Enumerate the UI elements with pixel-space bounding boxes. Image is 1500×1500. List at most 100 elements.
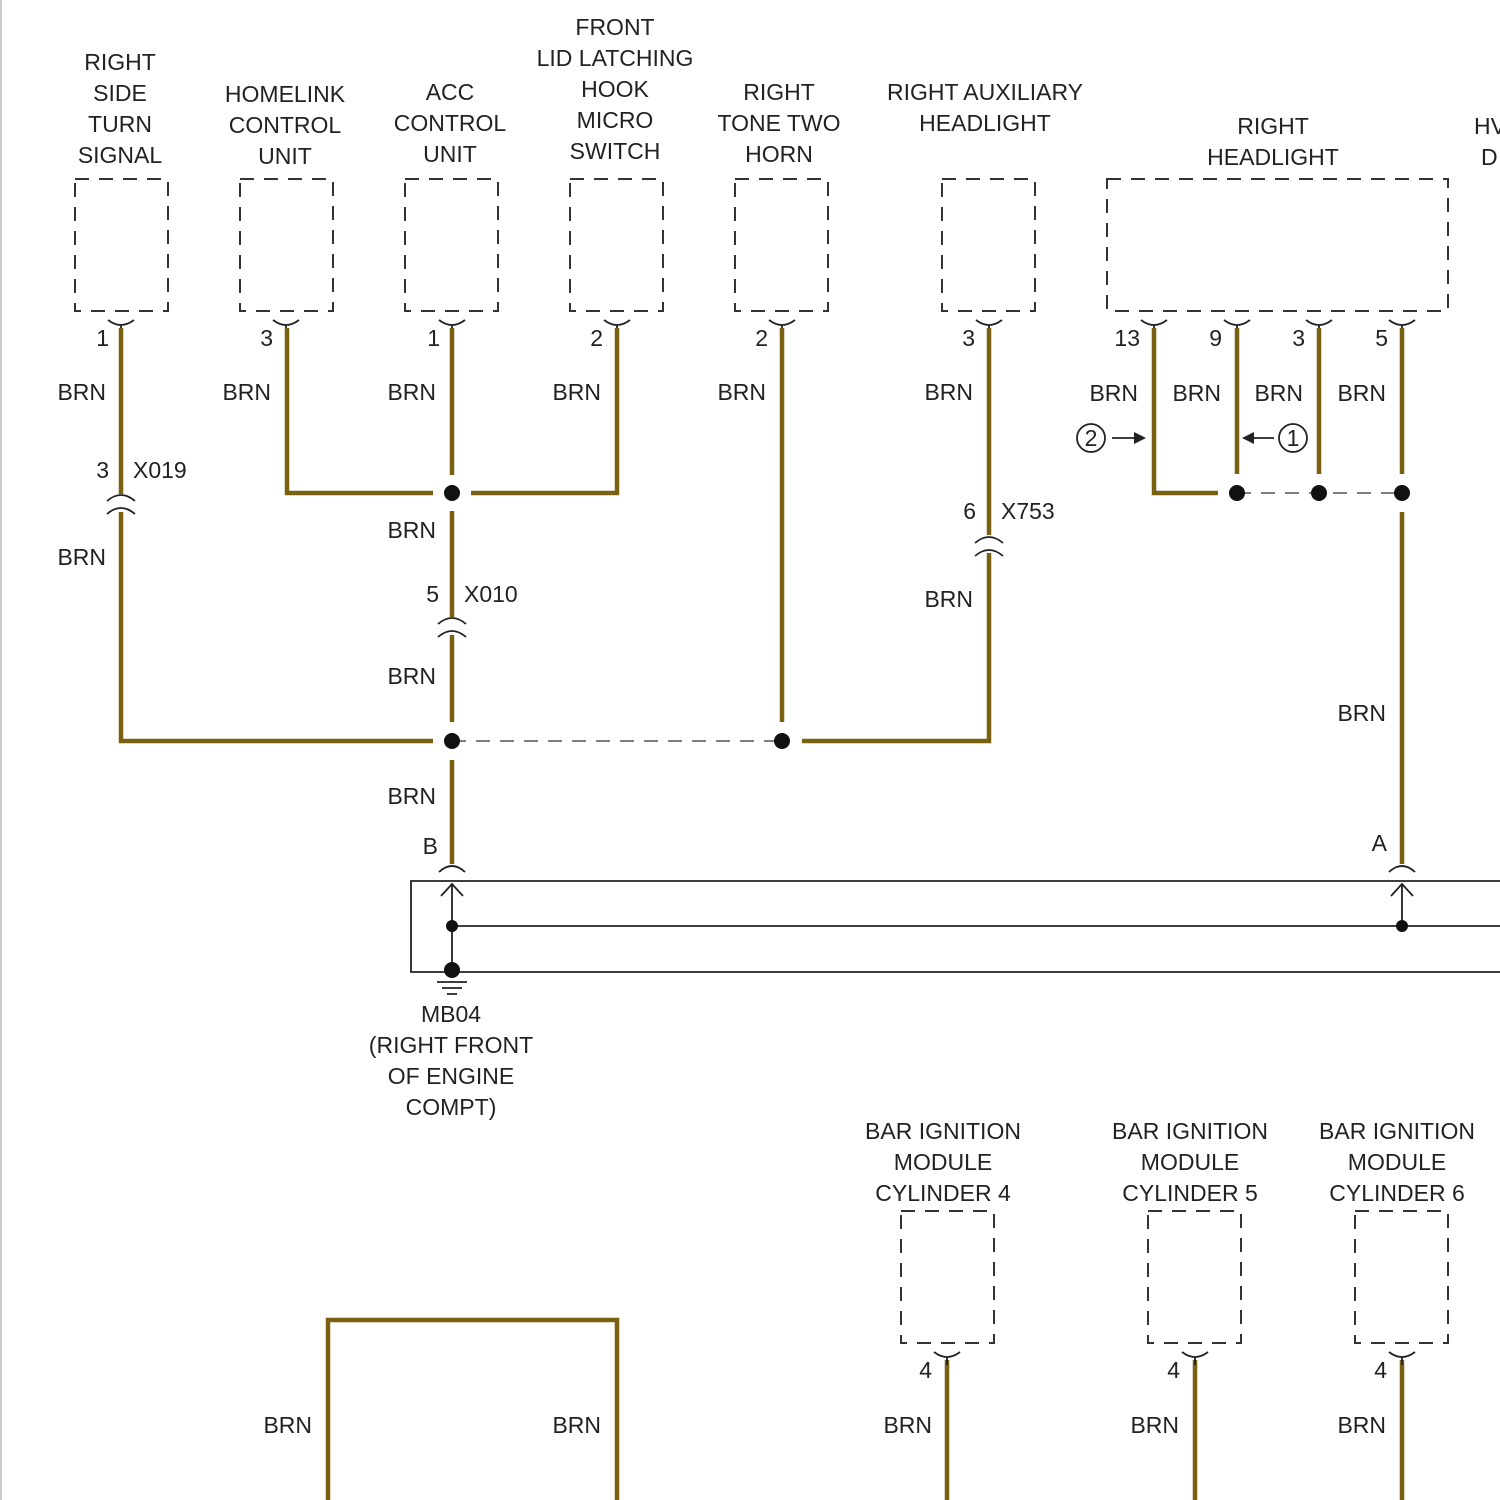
callout-1: 1	[1242, 424, 1307, 452]
svg-text:BRN: BRN	[1254, 380, 1303, 406]
svg-text:CYLINDER 4: CYLINDER 4	[875, 1180, 1011, 1206]
inline-connector-x019: 3 X019	[96, 457, 187, 514]
wire-headlight-13	[1154, 328, 1218, 493]
label-cut-off-component: HV D	[1474, 113, 1500, 170]
acc-control-unit-box	[405, 179, 498, 311]
svg-text:BRN: BRN	[883, 1412, 932, 1438]
svg-text:RIGHT AUXILIARY: RIGHT AUXILIARY	[887, 79, 1083, 105]
inline-connector-x753: 6 X753	[963, 498, 1055, 556]
svg-text:RIGHT: RIGHT	[84, 49, 156, 75]
label-acc-control-unit: ACC CONTROL UNIT	[394, 79, 507, 167]
bar-ignition-cyl4-box	[901, 1211, 994, 1343]
svg-text:BRN: BRN	[717, 379, 766, 405]
svg-text:SIDE: SIDE	[93, 80, 147, 106]
svg-text:HORN: HORN	[745, 141, 813, 167]
svg-text:HOMELINK: HOMELINK	[225, 81, 346, 107]
pin-numbers-bottom: 4 4 4	[919, 1357, 1387, 1383]
svg-text:X753: X753	[1001, 498, 1055, 524]
wires	[121, 328, 1402, 1500]
svg-text:MODULE: MODULE	[894, 1149, 992, 1175]
wire-bottom-loop	[328, 1320, 617, 1500]
svg-text:X010: X010	[464, 581, 518, 607]
svg-text:3: 3	[96, 457, 109, 483]
svg-text:X019: X019	[133, 457, 187, 483]
svg-text:5: 5	[1375, 325, 1388, 351]
svg-text:BRN: BRN	[222, 379, 271, 405]
svg-text:MICRO: MICRO	[577, 107, 654, 133]
label-right-headlight: RIGHT HEADLIGHT	[1207, 113, 1339, 170]
wire-color-labels: BRN BRN BRN BRN BRN BRN BRN BRN BRN BRN …	[57, 379, 1386, 1438]
svg-text:RIGHT: RIGHT	[743, 79, 815, 105]
svg-text:BRN: BRN	[387, 517, 436, 543]
svg-text:CYLINDER 6: CYLINDER 6	[1329, 1180, 1464, 1206]
homelink-control-unit-box	[240, 179, 333, 311]
svg-text:BRN: BRN	[1130, 1412, 1179, 1438]
svg-text:6: 6	[963, 498, 976, 524]
wire-homelink	[287, 328, 433, 493]
svg-text:D: D	[1481, 144, 1498, 170]
bar-ignition-cyl5-box	[1148, 1211, 1241, 1343]
svg-text:BRN: BRN	[1337, 700, 1386, 726]
label-right-auxiliary-headlight: RIGHT AUXILIARY HEADLIGHT	[887, 79, 1083, 136]
right-auxiliary-headlight-box	[942, 179, 1035, 311]
svg-text:LID LATCHING: LID LATCHING	[537, 45, 694, 71]
label-front-lid-latching-hook-micro-switch: FRONT LID LATCHING HOOK MICRO SWITCH	[537, 14, 694, 164]
svg-text:HV: HV	[1474, 113, 1500, 139]
right-headlight-box	[1107, 179, 1448, 311]
svg-text:BRN: BRN	[263, 1412, 312, 1438]
wire-aux-headlight-lower	[802, 553, 989, 741]
svg-text:HEADLIGHT: HEADLIGHT	[1207, 144, 1339, 170]
svg-text:3: 3	[962, 325, 975, 351]
label-homelink-control-unit: HOMELINK CONTROL UNIT	[225, 81, 346, 169]
svg-text:B: B	[423, 833, 438, 859]
svg-text:2: 2	[1085, 425, 1098, 451]
svg-text:MB04: MB04	[421, 1001, 481, 1027]
svg-text:BRN: BRN	[1172, 380, 1221, 406]
svg-text:UNIT: UNIT	[258, 143, 312, 169]
svg-text:BRN: BRN	[1337, 380, 1386, 406]
svg-text:BRN: BRN	[552, 379, 601, 405]
svg-text:3: 3	[1292, 325, 1305, 351]
right-tone-two-horn-box	[735, 179, 828, 311]
svg-text:HOOK: HOOK	[581, 76, 649, 102]
svg-text:BRN: BRN	[387, 379, 436, 405]
svg-text:1: 1	[1287, 425, 1300, 451]
svg-text:CONTROL: CONTROL	[394, 110, 507, 136]
svg-text:BRN: BRN	[387, 663, 436, 689]
svg-text:CONTROL: CONTROL	[229, 112, 342, 138]
label-bar-ignition-cyl5: BAR IGNITION MODULE CYLINDER 5	[1112, 1118, 1268, 1206]
svg-text:1: 1	[96, 325, 109, 351]
ground-bus: B A	[411, 830, 1500, 994]
ground-label-mb04: MB04 (RIGHT FRONT OF ENGINE COMPT)	[369, 1001, 533, 1120]
svg-text:13: 13	[1114, 325, 1140, 351]
svg-text:TONE TWO: TONE TWO	[717, 110, 840, 136]
svg-text:BRN: BRN	[1089, 380, 1138, 406]
svg-text:BRN: BRN	[57, 379, 106, 405]
label-bar-ignition-cyl6: BAR IGNITION MODULE CYLINDER 6	[1319, 1118, 1475, 1206]
svg-text:4: 4	[919, 1357, 932, 1383]
svg-text:OF ENGINE: OF ENGINE	[388, 1063, 515, 1089]
splices	[444, 485, 1410, 749]
front-lid-switch-box	[570, 179, 663, 311]
svg-text:BRN: BRN	[552, 1412, 601, 1438]
inline-connector-x010: 5 X010	[426, 581, 518, 637]
svg-text:BAR IGNITION: BAR IGNITION	[1319, 1118, 1475, 1144]
svg-text:HEADLIGHT: HEADLIGHT	[919, 110, 1051, 136]
bar-ignition-cyl6-box	[1355, 1211, 1448, 1343]
svg-text:5: 5	[426, 581, 439, 607]
svg-text:1: 1	[427, 325, 440, 351]
svg-text:BRN: BRN	[924, 586, 973, 612]
svg-text:BRN: BRN	[57, 544, 106, 570]
svg-text:BRN: BRN	[1337, 1412, 1386, 1438]
svg-text:BAR IGNITION: BAR IGNITION	[865, 1118, 1021, 1144]
svg-text:SWITCH: SWITCH	[570, 138, 661, 164]
svg-text:(RIGHT FRONT: (RIGHT FRONT	[369, 1032, 533, 1058]
svg-text:BAR IGNITION: BAR IGNITION	[1112, 1118, 1268, 1144]
svg-text:COMPT): COMPT)	[406, 1094, 497, 1120]
svg-text:CYLINDER 5: CYLINDER 5	[1122, 1180, 1257, 1206]
svg-text:2: 2	[755, 325, 768, 351]
svg-text:BRN: BRN	[924, 379, 973, 405]
svg-text:4: 4	[1374, 1357, 1387, 1383]
label-right-side-turn-signal: RIGHT SIDE TURN SIGNAL	[78, 49, 163, 168]
